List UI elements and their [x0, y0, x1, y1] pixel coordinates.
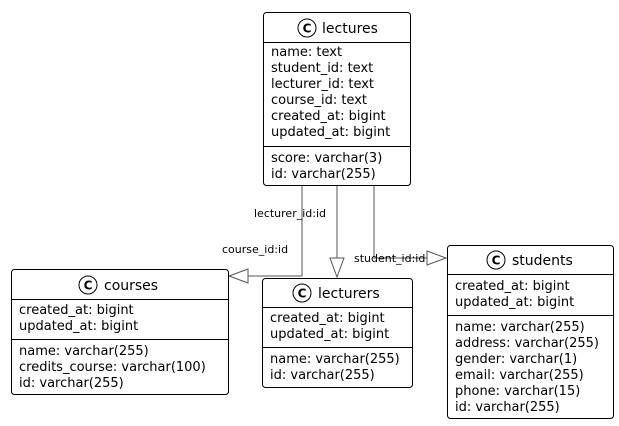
edge-lecturers	[329, 186, 345, 279]
class-lectures: C lectures name: text student_id: text l…	[263, 12, 411, 186]
class-badge-icon	[486, 250, 506, 270]
field-row: created_at: bigint	[455, 279, 570, 294]
class-badge-letter: C	[492, 254, 501, 268]
class-box	[447, 245, 614, 419]
class-badge-icon	[78, 275, 98, 295]
class-lecturers: C lecturers created_at: bigint updated_a…	[262, 278, 413, 388]
class-badge-letter: C	[298, 287, 307, 301]
field-row: student_id: text	[271, 61, 373, 76]
field-row: created_at: bigint	[19, 303, 134, 318]
edge-label-student: student_id:id	[354, 252, 425, 265]
field-row: updated_at: bigint	[19, 319, 138, 334]
class-badge-letter: C	[84, 279, 93, 293]
field-row: created_at: bigint	[271, 109, 386, 124]
class-badge-icon	[292, 283, 312, 303]
field-row: id: varchar(255)	[271, 167, 376, 182]
edge-line-students	[373, 186, 427, 259]
field-row: created_at: bigint	[270, 311, 385, 326]
field-row: updated_at: bigint	[455, 295, 574, 310]
edge-label-course: course_id:id	[222, 243, 288, 256]
field-row: score: varchar(3)	[271, 151, 382, 166]
class-box	[262, 278, 413, 388]
field-row: phone: varchar(15)	[455, 384, 580, 399]
field-row: id: varchar(255)	[455, 400, 560, 415]
field-row: address: varchar(255)	[455, 336, 599, 351]
field-row: id: varchar(255)	[270, 368, 375, 383]
field-row: updated_at: bigint	[270, 327, 389, 342]
edge-arrowhead-lecturers	[329, 257, 345, 279]
field-row: name: varchar(255)	[270, 352, 400, 367]
class-title: students	[512, 253, 573, 269]
class-courses: C courses created_at: bigint updated_at:…	[11, 269, 229, 395]
class-students: C students created_at: bigint updated_at…	[447, 245, 614, 419]
field-row: lecturer_id: text	[271, 77, 374, 92]
edge-label-lecturer: lecturer_id:id	[254, 207, 326, 220]
field-row: id: varchar(255)	[19, 376, 124, 391]
field-row: gender: varchar(1)	[455, 352, 577, 367]
class-title: courses	[104, 278, 158, 294]
field-row: name: varchar(255)	[455, 320, 585, 335]
class-box	[263, 12, 411, 186]
field-row: updated_at: bigint	[271, 125, 390, 140]
class-badge-icon	[297, 18, 317, 38]
edge-line-courses	[248, 186, 303, 277]
field-row: course_id: text	[271, 93, 367, 108]
class-badge-letter: C	[303, 22, 312, 36]
field-row: credits_course: varchar(100)	[19, 360, 206, 375]
edge-courses	[227, 186, 303, 284]
class-title: lectures	[322, 21, 378, 37]
class-box	[11, 269, 229, 395]
field-row: email: varchar(255)	[455, 368, 584, 383]
field-row: name: text	[271, 45, 342, 60]
edge-arrowhead-courses	[227, 268, 249, 284]
edge-students	[373, 186, 448, 266]
field-row: name: varchar(255)	[19, 344, 149, 359]
class-title: lecturers	[318, 286, 380, 302]
edge-arrowhead-students	[426, 250, 448, 266]
